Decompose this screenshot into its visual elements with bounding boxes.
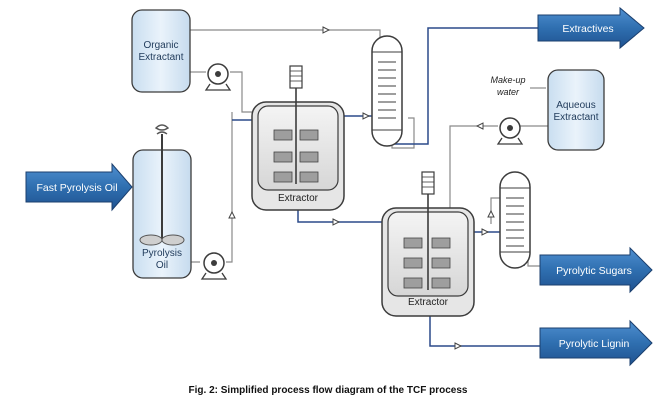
extractor-1-label: Extractor <box>278 193 319 204</box>
aqueous-extractant-vessel: Aqueous Extractant <box>547 69 605 151</box>
gray-pipes <box>170 29 548 267</box>
input-arrow: Fast Pyrolysis Oil <box>25 162 133 212</box>
motor-icon <box>289 65 303 89</box>
makeup-water-label-2: water <box>497 87 520 97</box>
aqueous-extractant-label-1: Aqueous <box>556 100 595 111</box>
pyrolytic-lignin-arrow: Pyrolytic Lignin <box>539 319 653 367</box>
pyrolysis-oil-tank: Pyrolysis Oil <box>132 124 192 279</box>
pyrolytic-sugars-arrow: Pyrolytic Sugars <box>539 246 653 294</box>
organic-extractant-label-1: Organic <box>143 40 178 51</box>
motor-icon <box>421 171 435 195</box>
pyrolysis-oil-label-2: Oil <box>156 260 168 271</box>
aqueous-extractant-label-2: Extractant <box>553 112 598 123</box>
extractives-arrow: Extractives <box>537 6 645 50</box>
pyrolytic-lignin-arrow-label: Pyrolytic Lignin <box>559 338 630 350</box>
extractor-2-label: Extractor <box>408 297 449 308</box>
pump-icon <box>200 252 228 280</box>
input-arrow-label: Fast Pyrolysis Oil <box>36 182 117 194</box>
organic-extractant-label-2: Extractant <box>138 52 183 63</box>
extractor-1: Extractor <box>251 65 345 211</box>
organic-extractant-vessel: Organic Extractant <box>131 9 191 93</box>
pyrolysis-oil-label-1: Pyrolysis <box>142 248 182 259</box>
pump-icon <box>204 63 232 91</box>
stirrer-motor-icon <box>154 124 170 135</box>
pyrolytic-sugars-arrow-label: Pyrolytic Sugars <box>556 265 632 277</box>
flow-markers <box>228 26 495 350</box>
extractor-2: Extractor <box>381 171 475 317</box>
figure-caption: Fig. 2: Simplified process flow diagram … <box>189 385 468 396</box>
separator-column-1 <box>371 35 403 147</box>
makeup-water-label-1: Make-up <box>490 75 525 85</box>
separator-column-2 <box>499 171 531 269</box>
pump-icon <box>496 117 524 145</box>
extractives-arrow-label: Extractives <box>562 23 613 35</box>
